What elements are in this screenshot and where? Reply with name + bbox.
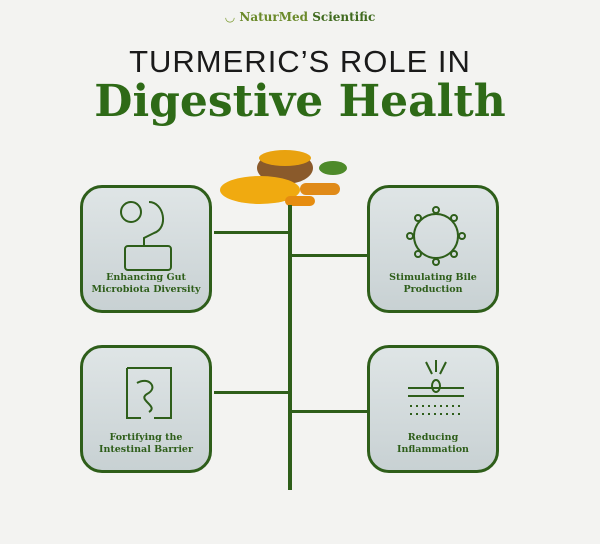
card-label: Enhancing Gut <box>106 272 186 283</box>
stomach-microbe-icon <box>120 201 172 271</box>
brand-name: NaturMed <box>239 10 309 24</box>
intestine-icon <box>126 367 172 419</box>
card-label: Inflammation <box>397 444 469 455</box>
card-label: Intestinal Barrier <box>99 444 193 455</box>
connector-1 <box>214 231 290 234</box>
brand-logo: ◡ NaturMed Scientific <box>224 10 376 24</box>
card-label: Production <box>403 284 463 295</box>
card-label: Reducing <box>407 432 459 443</box>
connector-trunk <box>288 205 292 490</box>
brand-name-2: Scientific <box>312 10 376 24</box>
turmeric-image <box>215 138 365 213</box>
card-label: Fortifying the <box>109 432 183 443</box>
connector-2 <box>290 254 370 257</box>
title-line-2: Digestive Health <box>94 76 506 127</box>
card-label: Stimulating Bile <box>389 272 477 283</box>
card-label: Microbiota Diversity <box>91 284 201 295</box>
molecule-ring-icon <box>406 206 466 266</box>
connector-3 <box>214 391 290 394</box>
skin-layer-icon <box>408 360 464 415</box>
connector-4 <box>290 410 370 413</box>
title-line-1: TURMERIC’S ROLE IN <box>129 44 471 79</box>
